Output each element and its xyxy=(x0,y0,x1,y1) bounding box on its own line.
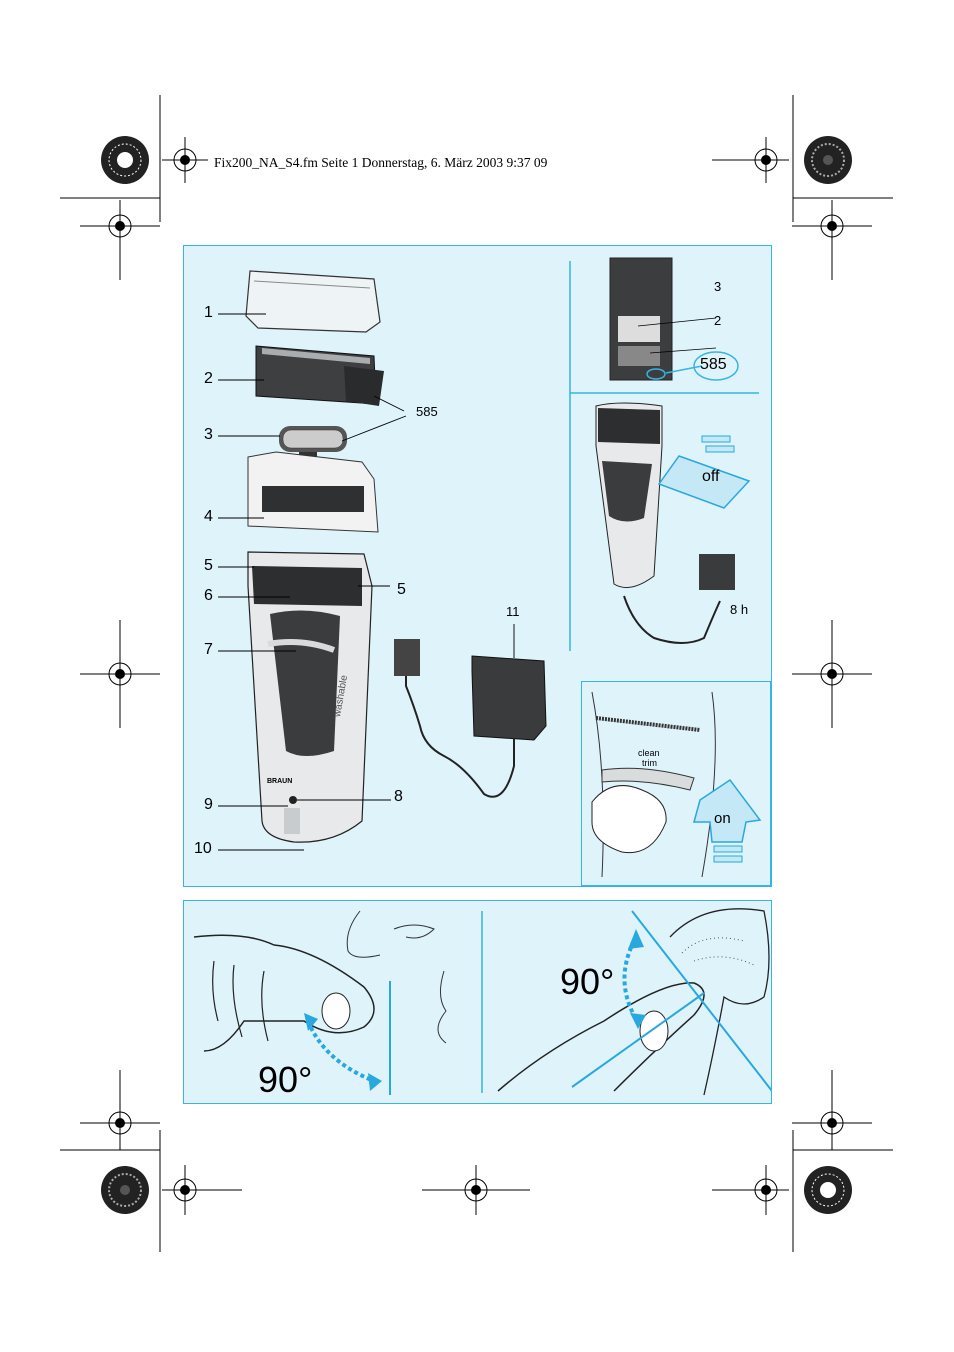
refill-package-shape xyxy=(609,257,739,381)
crosshair-mark xyxy=(80,200,160,280)
file-header: Fix200_NA_S4.fm Seite 1 Donnerstag, 6. M… xyxy=(214,155,548,170)
starburst-mark xyxy=(804,1166,852,1214)
trim-label: trim xyxy=(642,758,657,768)
charger-shape xyxy=(394,639,547,798)
off-label: off xyxy=(702,468,720,485)
part-label-9: 9 xyxy=(204,796,213,813)
starburst-mark xyxy=(101,136,149,184)
angle-label-right: 90° xyxy=(560,961,615,1002)
brand-logo: BRAUN xyxy=(267,778,293,785)
switch-panel: clean trim on xyxy=(581,681,771,886)
part-label-7: 7 xyxy=(204,641,213,658)
part-label-8: 8 xyxy=(394,788,403,805)
starburst-mark xyxy=(804,136,852,184)
switch-illustration xyxy=(591,691,762,878)
crosshair-mark xyxy=(80,1070,160,1150)
shaver-body-shape xyxy=(247,551,373,843)
part-label-6: 6 xyxy=(204,587,213,604)
technique-illustration xyxy=(193,908,771,1096)
part-label-10: 10 xyxy=(194,840,212,857)
starburst-mark xyxy=(101,1166,149,1214)
angle-label-left: 90° xyxy=(258,1059,313,1100)
part-label-2: 2 xyxy=(204,370,213,387)
parts-panel: 1 2 3 4 5 5 6 7 8 9 10 11 585 3 2 585 of… xyxy=(183,245,772,887)
charge-time-label: 8 h xyxy=(730,602,749,617)
clean-label: clean xyxy=(638,748,660,758)
crosshair-mark xyxy=(712,137,789,183)
crosshair-mark xyxy=(792,1070,872,1150)
part-label-4: 4 xyxy=(204,508,213,525)
on-label: on xyxy=(714,810,731,827)
package-label-3: 3 xyxy=(714,279,722,294)
crosshair-mark xyxy=(162,1165,242,1215)
crosshair-mark xyxy=(712,1165,789,1215)
protective-cap-shape xyxy=(245,270,381,333)
parts-illustration xyxy=(218,257,759,851)
part-label-5-right: 5 xyxy=(397,581,406,598)
part-number-585: 585 xyxy=(416,404,438,419)
part-label-5-left: 5 xyxy=(204,557,213,574)
shaver-foil-shape xyxy=(255,345,384,406)
part-label-11: 11 xyxy=(506,604,520,619)
part-label-3: 3 xyxy=(204,426,213,443)
shaver-frame-shape xyxy=(247,451,379,533)
technique-panel: 90° 90° xyxy=(183,900,772,1104)
part-label-1: 1 xyxy=(204,304,213,321)
off-shaver-shape xyxy=(595,402,751,644)
crosshair-mark xyxy=(792,200,872,280)
package-number-585: 585 xyxy=(700,356,727,373)
package-label-2: 2 xyxy=(714,313,722,328)
